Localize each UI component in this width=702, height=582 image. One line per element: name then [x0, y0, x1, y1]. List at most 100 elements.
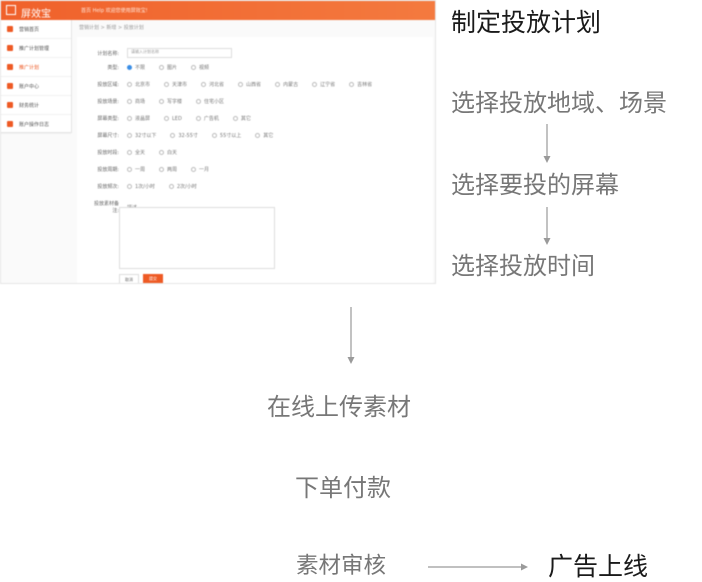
radio-option: 32-55寸: [170, 132, 198, 139]
radio-icon: [211, 133, 217, 138]
radio-icon: [127, 150, 132, 155]
radio-option: 一周: [127, 166, 145, 173]
screenshot-logo: 屏效宝: [21, 9, 51, 20]
promo-icon: [7, 64, 13, 70]
screenshot-top-bar: 屏效宝 首页 Help 欢迎您使用屏效宝!: [1, 1, 435, 20]
radio-option: 北京市: [127, 81, 150, 88]
radio-option: 不限: [127, 64, 145, 71]
radio-option: 2次/小时: [168, 183, 197, 190]
account-icon: [7, 83, 13, 89]
radio-option: 天津市: [164, 81, 187, 88]
screenshot-cancel-button: 取消: [119, 274, 139, 283]
radio-option: 山西省: [238, 81, 261, 88]
radio-icon: [127, 99, 132, 104]
sidebar-item: 推广计划: [1, 58, 71, 77]
sidebar-item: 推广计划管理: [1, 39, 71, 58]
radio-option: 其它: [232, 115, 251, 122]
radio-option: 写字楼: [159, 98, 182, 105]
arrow-down-icon: [347, 307, 355, 364]
form-row: 投放周期:一周两周一月: [97, 166, 210, 173]
arrow-down-icon: [543, 124, 551, 163]
flow-title: 制定投放计划: [451, 8, 602, 37]
radio-icon: [164, 116, 170, 121]
radio-option: 32寸以下: [127, 132, 156, 139]
flow-step-upload: 在线上传素材: [267, 393, 411, 421]
radio-option: 55寸以上: [211, 132, 241, 139]
radio-option: 河北省: [201, 81, 224, 88]
radio-option: 一月: [191, 166, 209, 173]
radio-icon: [275, 82, 281, 87]
screenshot-top-links: 首页 Help 欢迎您使用屏效宝!: [81, 8, 148, 14]
radio-icon: [127, 167, 132, 172]
radio-icon: [195, 116, 201, 121]
radio-icon: [168, 184, 174, 189]
radio-option: 住宅小区: [196, 98, 224, 105]
form-row-name: 计划名称: 请输入计划名称: [89, 48, 232, 58]
sidebar-item: 账户操作日志: [1, 115, 71, 134]
flow-step-review: 素材审核: [296, 553, 387, 579]
radio-option: 图片: [159, 64, 177, 71]
radio-icon: [191, 65, 197, 70]
radio-icon: [159, 65, 165, 70]
radio-icon: [164, 82, 170, 87]
radio-option: 广告机: [195, 115, 219, 122]
screenshot-form-panel: 计划名称: 请输入计划名称 类型:不限图片视频投放区域:北京市天津市河北省山西省…: [77, 37, 433, 283]
radio-icon: [232, 116, 238, 121]
radio-option: 液晶屏: [127, 115, 150, 122]
embedded-screenshot: 屏效宝 首页 Help 欢迎您使用屏效宝! 营销首页 推广计划管理 推广计划 账…: [0, 0, 436, 284]
radio-option: 全天: [127, 149, 145, 156]
radio-icon: [159, 99, 165, 104]
radio-icon: [159, 167, 165, 172]
form-row: 投放场景:商场写字楼住宅小区: [97, 98, 225, 105]
radio-icon: [127, 116, 132, 121]
radio-icon: [127, 184, 132, 189]
radio-icon: [201, 82, 207, 87]
form-row: 类型:不限图片视频: [107, 64, 210, 71]
radio-icon: [159, 150, 165, 155]
flow-step-screen: 选择要投的屏幕: [451, 171, 619, 199]
flow-step-region: 选择投放地域、场景: [451, 89, 667, 117]
radio-option: 其它: [255, 132, 273, 139]
finance-icon: [7, 102, 13, 108]
flow-step-pay: 下单付款: [295, 474, 391, 502]
flow-step-online: 广告上线: [548, 552, 649, 581]
radio-icon: [127, 133, 132, 138]
radio-icon: [349, 82, 355, 87]
sidebar-item: 财务统计: [1, 96, 71, 115]
radio-option: LED: [164, 116, 182, 122]
sidebar-item: 营销首页: [1, 20, 71, 39]
home-icon: [7, 26, 13, 32]
sidebar-item: 账户中心: [1, 77, 71, 96]
log-icon: [7, 121, 13, 127]
flow-step-time: 选择投放时间: [451, 252, 595, 280]
radio-option: 辽宁省: [312, 81, 335, 88]
radio-option: 商场: [127, 98, 145, 105]
radio-option: 视频: [191, 64, 209, 71]
radio-option: 1次/小时: [127, 183, 155, 190]
radio-option: 吉林省: [349, 81, 372, 88]
radio-option: 两周: [159, 166, 177, 173]
screenshot-sidebar: 营销首页 推广计划管理 推广计划 账户中心 财务统计 账户操作日志: [1, 20, 72, 134]
screenshot-submit-button: 提交: [143, 274, 163, 283]
form-row: 投放区域:北京市天津市河北省山西省内蒙古辽宁省吉林省: [97, 81, 373, 88]
logo-icon: [6, 5, 16, 15]
radio-icon: [238, 82, 244, 87]
radio-icon: [170, 133, 176, 138]
radio-option: 白天: [159, 149, 177, 156]
radio-icon: [196, 99, 202, 104]
radio-option: 内蒙古: [275, 81, 298, 88]
form-row: 投放时段:全天白天: [97, 149, 178, 156]
plan-icon: [7, 45, 13, 51]
plan-name-input: 请输入计划名称: [127, 48, 232, 58]
radio-icon: [255, 133, 261, 138]
radio-icon: [127, 65, 132, 70]
arrow-right-icon: [428, 563, 528, 571]
radio-icon: [312, 82, 318, 87]
arrow-down-icon: [543, 207, 551, 245]
remark-textarea: [119, 207, 275, 269]
radio-icon: [127, 82, 132, 87]
